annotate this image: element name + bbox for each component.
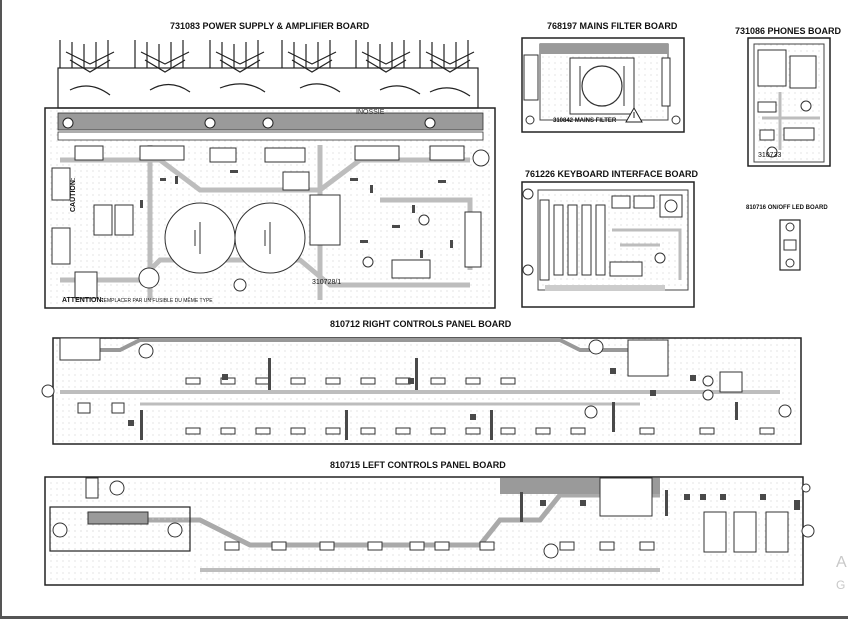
watermark-line-1: A	[836, 554, 847, 571]
on-off-led-board-title: 810716 ON/OFF LED BOARD	[746, 205, 828, 211]
power-supply-board	[44, 40, 496, 309]
right-controls-panel-board	[41, 337, 802, 445]
phones-board-part-label: 310733	[758, 152, 782, 159]
mains-filter-board	[521, 37, 685, 133]
right-controls-panel-board-title: 810712 RIGHT CONTROLS PANEL BOARD	[330, 319, 512, 329]
mains-filter-board-title: 768197 MAINS FILTER BOARD	[547, 21, 678, 31]
left-frame-edge	[0, 0, 2, 619]
on-off-led-board	[779, 219, 801, 271]
heatsink	[57, 40, 479, 109]
watermark-line-2: G	[836, 578, 846, 592]
caution-label: CAUTION:	[70, 177, 77, 212]
keyboard-interface-board-title: 761226 KEYBOARD INTERFACE BOARD	[525, 169, 699, 179]
left-controls-panel-board	[44, 476, 815, 586]
power-board-part-label: 310728/1	[312, 279, 342, 286]
bottom-frame-edge	[0, 616, 848, 619]
attention-note: REMPLACER PAR UN FUSIBLE DU MÊME TYPE	[100, 298, 213, 304]
power-board-silk-label: INOSSIE	[356, 109, 385, 116]
keyboard-interface-board	[521, 181, 695, 308]
power-supply-board-title: 731083 POWER SUPPLY & AMPLIFIER BOARD	[170, 21, 370, 31]
phones-board	[747, 37, 831, 167]
left-controls-panel-board-title: 810715 LEFT CONTROLS PANEL BOARD	[330, 460, 506, 470]
mains-filter-part-label: 310842 MAINS FILTER	[553, 118, 617, 124]
attention-label: ATTENTION:	[62, 297, 104, 304]
phones-board-title: 731086 PHONES BOARD	[735, 26, 842, 36]
